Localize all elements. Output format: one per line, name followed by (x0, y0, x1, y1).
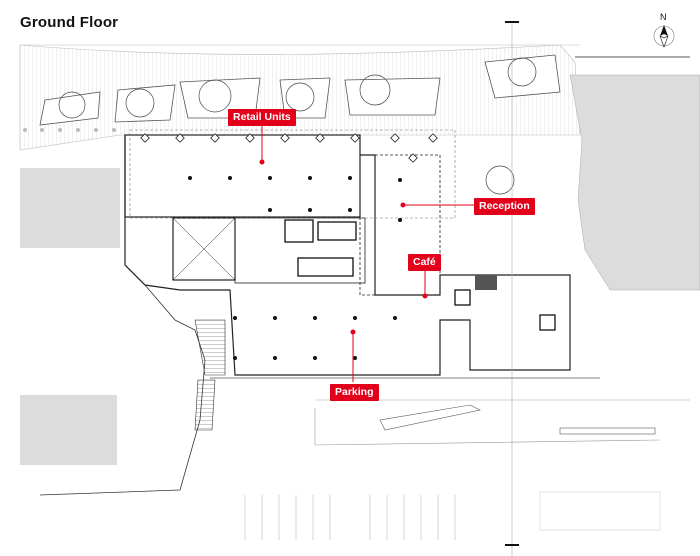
page-title: Ground Floor (20, 14, 119, 31)
north-arrow-icon (653, 25, 675, 48)
building-cores (284, 219, 556, 331)
cafe-label: Café (408, 254, 441, 271)
reception-label: Reception (474, 198, 535, 215)
neighbour-block-bottom-left (20, 395, 117, 465)
neighbour-building-right (569, 74, 700, 291)
trees (58, 57, 537, 195)
parking-label: Parking (330, 384, 379, 401)
canopy-columns (140, 133, 438, 163)
retail-units-label: Retail Units (228, 109, 296, 126)
canopy-line (129, 129, 456, 219)
column-grid-dots (23, 128, 116, 132)
structural-columns (188, 176, 402, 360)
stair-core (475, 275, 497, 290)
building-outline (124, 134, 571, 376)
parking-bays (244, 495, 456, 540)
north-label: N (660, 12, 667, 22)
neighbour-building-left (20, 168, 120, 248)
